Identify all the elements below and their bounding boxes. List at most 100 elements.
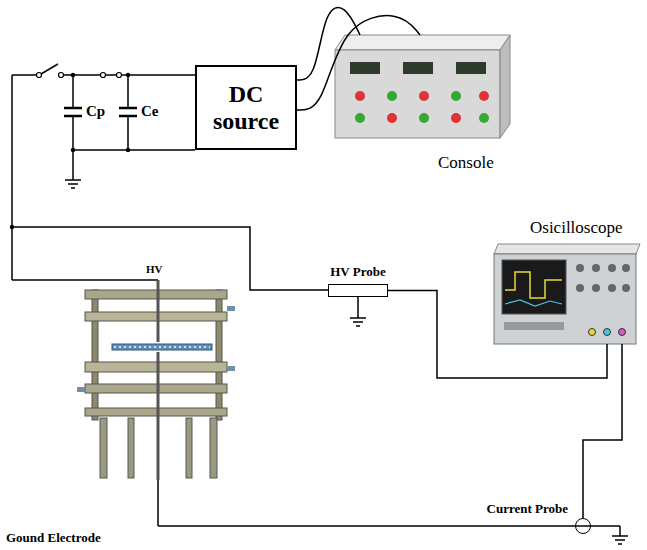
ground-symbol: [353, 321, 363, 323]
ground-electrode-rod: [157, 352, 160, 480]
capacitor-plate: [64, 107, 82, 110]
scope-top: [494, 244, 640, 254]
frame-leg: [210, 418, 217, 478]
frame-leg: [128, 418, 134, 478]
junction-dot: [10, 225, 14, 229]
console-button: [355, 113, 365, 123]
console-button: [355, 91, 365, 101]
scope-screen: [502, 260, 566, 314]
console-button: [419, 113, 429, 123]
wire: [357, 297, 359, 318]
scope-buttons: [504, 322, 564, 330]
ground-symbol: [356, 325, 360, 327]
scope-input: [604, 329, 611, 336]
frame-plate: [85, 384, 227, 393]
console-button: [387, 113, 397, 123]
console-button: [479, 113, 489, 123]
console-button: [479, 91, 489, 101]
hv-electrode-rod: [157, 280, 160, 342]
console-button: [419, 91, 429, 101]
frame-post: [92, 290, 98, 420]
frame-post: [216, 290, 222, 420]
capacitor-plate: [119, 115, 137, 118]
console-top: [335, 35, 510, 50]
scope-knob: [592, 284, 600, 292]
oscilloscope-illustration: [494, 244, 640, 344]
wire: [12, 74, 36, 76]
scope-knob: [622, 284, 630, 292]
console-device: Console: [330, 35, 510, 140]
frame-knob: [227, 306, 235, 311]
junction-dots: [10, 73, 130, 229]
frame-knob: [77, 387, 85, 392]
frame-plate: [85, 408, 227, 416]
wire: [619, 526, 621, 536]
switch-contacts: [37, 73, 122, 78]
part-label: Gound Electrode: [6, 530, 101, 546]
circuit-wires: [12, 64, 620, 536]
wire: [11, 75, 13, 280]
scope-knob: [576, 284, 584, 292]
capacitor-plate: [119, 107, 137, 110]
signal-lead: [583, 344, 622, 518]
junction-dot: [71, 73, 75, 77]
device-label: HV Probe: [330, 264, 386, 280]
console-side: [500, 35, 510, 138]
scope-knob: [608, 264, 616, 272]
scope-trace: [505, 300, 562, 306]
switch-contact: [101, 73, 106, 78]
junction-dot: [126, 148, 130, 152]
wire: [157, 480, 159, 526]
switch-contact: [117, 73, 122, 78]
ground-symbol: [68, 183, 78, 185]
junction-dot: [126, 73, 130, 77]
wire: [121, 74, 195, 76]
console-button: [387, 91, 397, 101]
reactor-illustration: [77, 280, 235, 480]
wire: [73, 149, 195, 151]
component-label: Cp: [86, 103, 105, 120]
switch-blade: [105, 74, 116, 76]
scope-trace: [505, 272, 562, 298]
console-display: [350, 62, 380, 74]
console-front: [335, 50, 500, 138]
hv-probe-box: HV Probe: [328, 284, 388, 297]
wire: [12, 227, 328, 290]
frame-leg: [100, 418, 107, 478]
junction-dot: [71, 148, 75, 152]
console-button: [451, 91, 461, 101]
dielectric-dots: [114, 346, 210, 348]
wire: [63, 74, 100, 76]
scope-input: [619, 329, 626, 336]
wire: [158, 525, 620, 527]
dielectric-layer: [112, 344, 212, 350]
console-display: [403, 62, 433, 74]
frame-leg: [186, 418, 192, 478]
wire: [72, 75, 74, 108]
component-label: Ce: [141, 103, 159, 120]
wire: [12, 279, 158, 281]
scope-knob: [576, 264, 584, 272]
scope-knob: [592, 264, 600, 272]
switch-contact: [59, 73, 64, 78]
device-label: Console: [438, 153, 494, 173]
control-cable: [297, 16, 420, 110]
frame-plate: [85, 290, 227, 299]
capacitor-plate: [64, 115, 82, 118]
wire: [127, 75, 129, 108]
switch-blade: [41, 64, 58, 74]
switch-contact: [37, 73, 42, 78]
ground-symbol: [350, 317, 366, 319]
ground-symbol: [618, 543, 622, 545]
oscilloscope-device: Osicilloscope: [492, 244, 640, 344]
scope-knob: [622, 264, 630, 272]
capacitor-symbols: [64, 108, 137, 116]
scope-knob: [608, 284, 616, 292]
frame-plate: [85, 312, 227, 321]
device-label: Osicilloscope: [530, 218, 623, 238]
console-button: [451, 113, 461, 123]
